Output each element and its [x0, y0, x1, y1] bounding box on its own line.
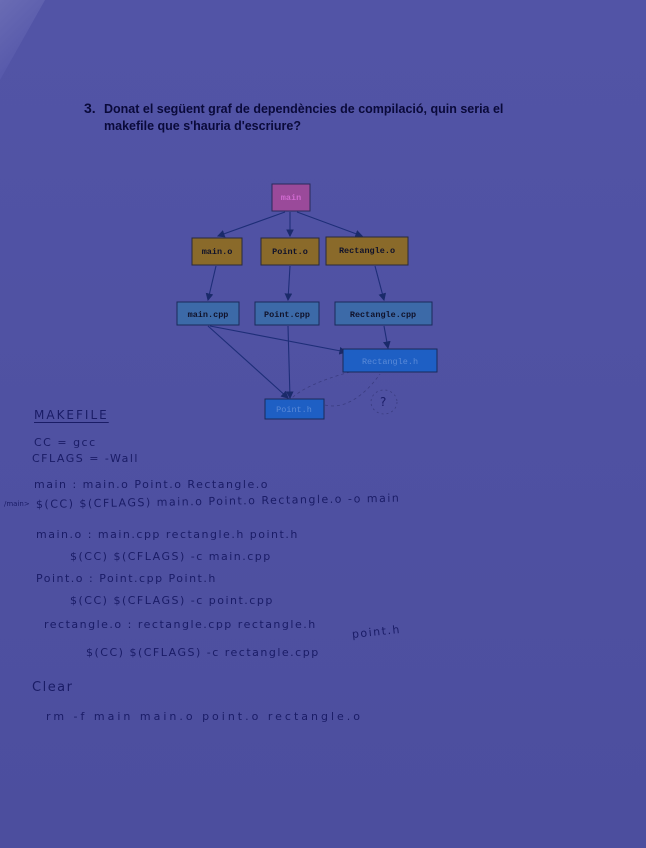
edge-main-recto	[296, 211, 364, 238]
answer-line-maino-rule: main.o : main.cpp rectangle.h point.h	[36, 528, 299, 541]
node-rectangle-cpp: Rectangle.cpp	[334, 301, 433, 326]
node-point-o: Point.o	[260, 237, 320, 266]
question-number: 3.	[84, 100, 96, 116]
handdrawn-dashed-edge	[291, 371, 351, 399]
node-main-o: main.o	[191, 237, 243, 266]
answer-line-clear: Clear	[32, 680, 74, 695]
answer-line-pointo-cmd: $(CC) $(CFLAGS) -c point.cpp	[70, 594, 274, 607]
answer-line-main-rule: main : main.o Point.o Rectangle.o	[34, 478, 269, 491]
node-main-cpp-label: main.cpp	[188, 310, 229, 320]
node-main: main	[271, 183, 311, 212]
node-point-cpp: Point.cpp	[254, 301, 320, 326]
node-rectangle-cpp-label: Rectangle.cpp	[350, 310, 416, 320]
edge-pointo-pointcpp	[284, 265, 293, 302]
node-point-h-label: Point.h	[276, 405, 312, 415]
edge-maincpp-pointh	[207, 325, 289, 399]
edge-recto-rectcpp	[374, 265, 387, 302]
node-rectangle-o-label: Rectangle.o	[339, 246, 395, 256]
question-line-2: makefile que s'hauria d'escriure?	[104, 119, 301, 133]
node-main-o-label: main.o	[202, 247, 233, 257]
edge-main-maino	[216, 211, 286, 238]
node-point-o-label: Point.o	[272, 247, 308, 257]
node-rectangle-h-label: Rectangle.h	[362, 357, 418, 367]
edge-rectcpp-recth	[383, 325, 391, 350]
node-point-h: Point.h	[264, 398, 325, 420]
answer-line-recto-cmd: $(CC) $(CFLAGS) -c rectangle.cpp	[86, 646, 320, 659]
answer-line-recto-rule: rectangle.o : rectangle.cpp rectangle.h	[44, 618, 317, 631]
edge-maincpp-recth	[209, 325, 348, 355]
answer-line-maino-cmd: $(CC) $(CFLAGS) -c main.cpp	[70, 550, 272, 563]
question-mark: ?	[380, 395, 386, 409]
node-main-cpp: main.cpp	[176, 301, 240, 326]
answer-margin-note: /main>	[4, 500, 30, 508]
answer-title: MAKEFILE	[34, 408, 109, 422]
answer-line-pointo-rule: Point.o : Point.cpp Point.h	[36, 572, 217, 585]
node-rectangle-h: Rectangle.h	[342, 348, 438, 373]
graph-edges	[205, 211, 391, 400]
question-block: 3. Donat el següent graf de dependències …	[84, 100, 564, 135]
answer-line-cc: CC = gcc	[34, 436, 97, 449]
edge-maino-maincpp	[205, 265, 217, 302]
question-mark-circle	[370, 389, 398, 415]
handdrawn-dashed-edge-2	[324, 373, 381, 407]
answer-line-cflags: CFLAGS = -Wall	[32, 452, 139, 465]
question-line-1: Donat el següent graf de dependències de…	[104, 102, 504, 116]
edge-pointcpp-pointh	[285, 325, 294, 400]
node-main-label: main	[281, 193, 301, 203]
answer-line-clear-cmd: rm -f main main.o point.o rectangle.o	[46, 710, 363, 723]
node-rectangle-o: Rectangle.o	[325, 236, 409, 266]
node-point-cpp-label: Point.cpp	[264, 310, 310, 320]
